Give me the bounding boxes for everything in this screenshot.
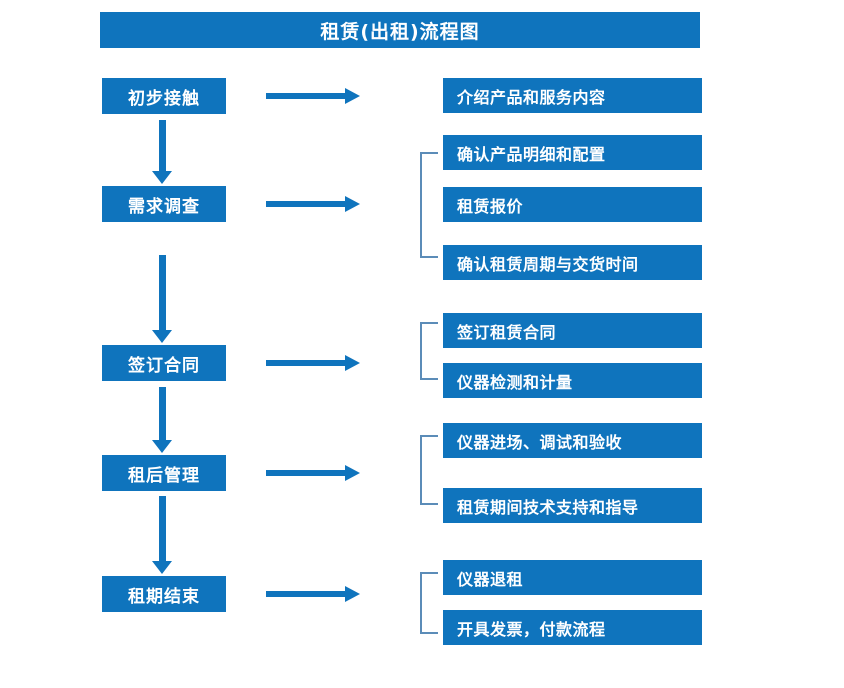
horizontal-arrow-5 [266,586,360,602]
horizontal-arrow-3 [266,355,360,371]
stage-box-sign-contract[interactable]: 签订合同 [102,345,226,381]
arrow-head-down-icon [152,440,172,453]
arrow-head-down-icon [152,171,172,184]
detail-box-instrument-return[interactable]: 仪器退租 [443,560,702,595]
stage-box-needs-survey[interactable]: 需求调查 [102,186,226,222]
arrow-head-right-icon [345,586,360,602]
arrow-head-right-icon [345,355,360,371]
arrow-head-right-icon [345,465,360,481]
arrow-shaft [266,93,346,99]
arrow-shaft [159,120,166,171]
horizontal-arrow-4 [266,465,360,481]
group-bracket-rental-end [420,572,438,634]
arrow-head-down-icon [152,561,172,574]
horizontal-arrow-2 [266,196,360,212]
arrow-head-down-icon [152,330,172,343]
arrow-head-right-icon [345,88,360,104]
detail-box-tech-support[interactable]: 租赁期间技术支持和指导 [443,488,702,523]
arrow-shaft [159,496,166,561]
vertical-arrow-2 [152,255,172,343]
detail-box-instrument-inspection[interactable]: 仪器检测和计量 [443,363,702,398]
arrow-shaft [159,387,166,440]
group-bracket-needs-survey [420,152,438,258]
detail-box-intro-products[interactable]: 介绍产品和服务内容 [443,78,702,113]
detail-box-rental-quote[interactable]: 租赁报价 [443,187,702,222]
horizontal-arrow-1 [266,88,360,104]
arrow-shaft [266,360,346,366]
vertical-arrow-1 [152,120,172,184]
arrow-shaft [266,591,346,597]
arrow-shaft [266,201,346,207]
diagram-title: 租赁(出租)流程图 [100,12,700,48]
arrow-head-right-icon [345,196,360,212]
detail-box-confirm-term-delivery[interactable]: 确认租赁周期与交货时间 [443,245,702,280]
stage-box-post-rent-manage[interactable]: 租后管理 [102,455,226,491]
group-bracket-sign-contract [420,322,438,380]
arrow-shaft [266,470,346,476]
detail-box-invoice-payment[interactable]: 开具发票，付款流程 [443,610,702,645]
detail-box-confirm-spec-config[interactable]: 确认产品明细和配置 [443,135,702,170]
stage-box-initial-contact[interactable]: 初步接触 [102,78,226,114]
arrow-shaft [159,255,166,330]
stage-box-rental-end[interactable]: 租期结束 [102,576,226,612]
group-bracket-post-rent-manage [420,435,438,505]
detail-box-sign-rental-contract[interactable]: 签订租赁合同 [443,313,702,348]
vertical-arrow-4 [152,496,172,574]
detail-box-instrument-onsite[interactable]: 仪器进场、调试和验收 [443,423,702,458]
vertical-arrow-3 [152,387,172,453]
